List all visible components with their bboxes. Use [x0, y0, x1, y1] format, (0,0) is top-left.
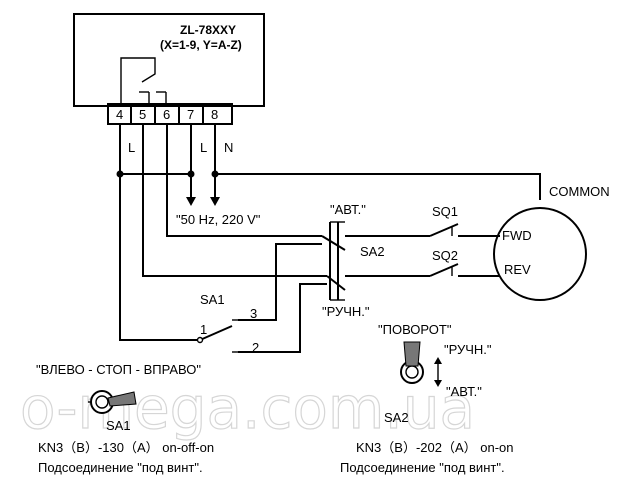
motor-common-label: COMMON	[549, 184, 610, 199]
toggle-switch-sa2-icon	[400, 341, 442, 387]
sa1-mount-note: Подсоединение "под винт".	[38, 460, 203, 475]
relay-model: ZL-78XXY	[180, 23, 236, 37]
terminal-7: 7	[187, 107, 194, 122]
sq2-label: SQ2	[432, 248, 458, 263]
terminal-6: 6	[163, 107, 170, 122]
sa1-device-label: SA1	[106, 418, 131, 433]
sq1-label: SQ1	[432, 204, 458, 219]
toggle-switch-sa1-icon	[88, 390, 137, 414]
sa1-pin-2: 2	[252, 340, 259, 355]
watermark: o-mega.com.ua	[20, 374, 475, 442]
relay-variants: (X=1-9, Y=A-Z)	[160, 38, 242, 52]
sa2-caption: "ПОВОРОТ"	[378, 322, 452, 337]
supply-label: "50 Hz, 220 V"	[176, 212, 261, 227]
motor-fwd-label: FWD	[502, 228, 532, 243]
line-label-l2: L	[200, 140, 207, 155]
sa1-caption: "ВЛЕВО - СТОП - ВПРАВО"	[36, 362, 201, 377]
sa1-label: SA1	[200, 292, 225, 307]
terminal-strip: 4 5 6 7 8	[107, 103, 233, 125]
sa1-part-number: KN3（B）-130（A） on-off-on	[38, 440, 214, 455]
line-label-l1: L	[128, 140, 135, 155]
sa2-mount-note: Подсоединение "под винт".	[340, 460, 505, 475]
motor: FWD REV	[493, 207, 587, 301]
sa2-auto-label: "АВТ."	[330, 202, 366, 217]
selector-sa2-symbol	[321, 221, 346, 301]
terminal-4: 4	[116, 107, 123, 122]
sa2-manual-label: "РУЧН."	[322, 304, 370, 319]
sa2-device-label: SA2	[384, 410, 409, 425]
sa2-caption-manual: "РУЧН."	[444, 342, 492, 357]
wires	[116, 124, 541, 353]
sa1-pin-1: 1	[200, 322, 207, 337]
sa1-pin-3: 3	[250, 306, 257, 321]
sa2-part-number: KN3（B）-202（A） on-on	[356, 440, 514, 455]
sa2-caption-auto: "АВТ."	[446, 384, 482, 399]
sa2-label: SA2	[360, 244, 385, 259]
relay-block: ZL-78XXY (X=1-9, Y=A-Z)	[73, 13, 265, 107]
terminal-8: 8	[211, 107, 218, 122]
motor-rev-label: REV	[504, 262, 531, 277]
terminal-5: 5	[139, 107, 146, 122]
line-label-n: N	[224, 140, 233, 155]
